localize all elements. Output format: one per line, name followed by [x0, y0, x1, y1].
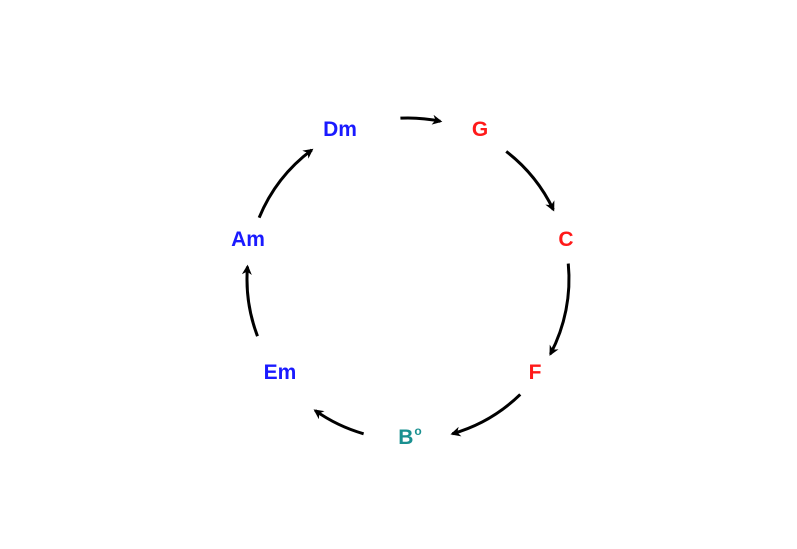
chord-am: Am [231, 228, 265, 251]
chord-dm: Dm [323, 118, 357, 141]
arrow-em-to-am [241, 264, 259, 337]
arrow-f-to-b [450, 393, 522, 437]
arrow-dm-to-g [400, 114, 443, 125]
arrow-am-to-dm [257, 148, 314, 219]
chord-em: Em [263, 361, 297, 384]
chord-f: F [528, 361, 542, 384]
arrow-c-to-f [549, 263, 571, 356]
chord-g: G [471, 118, 489, 141]
chord-b-diminished: Bo [398, 424, 422, 449]
arrow-g-to-c [505, 150, 555, 212]
arrow-b-to-em [313, 409, 365, 436]
chord-c: C [558, 228, 574, 251]
